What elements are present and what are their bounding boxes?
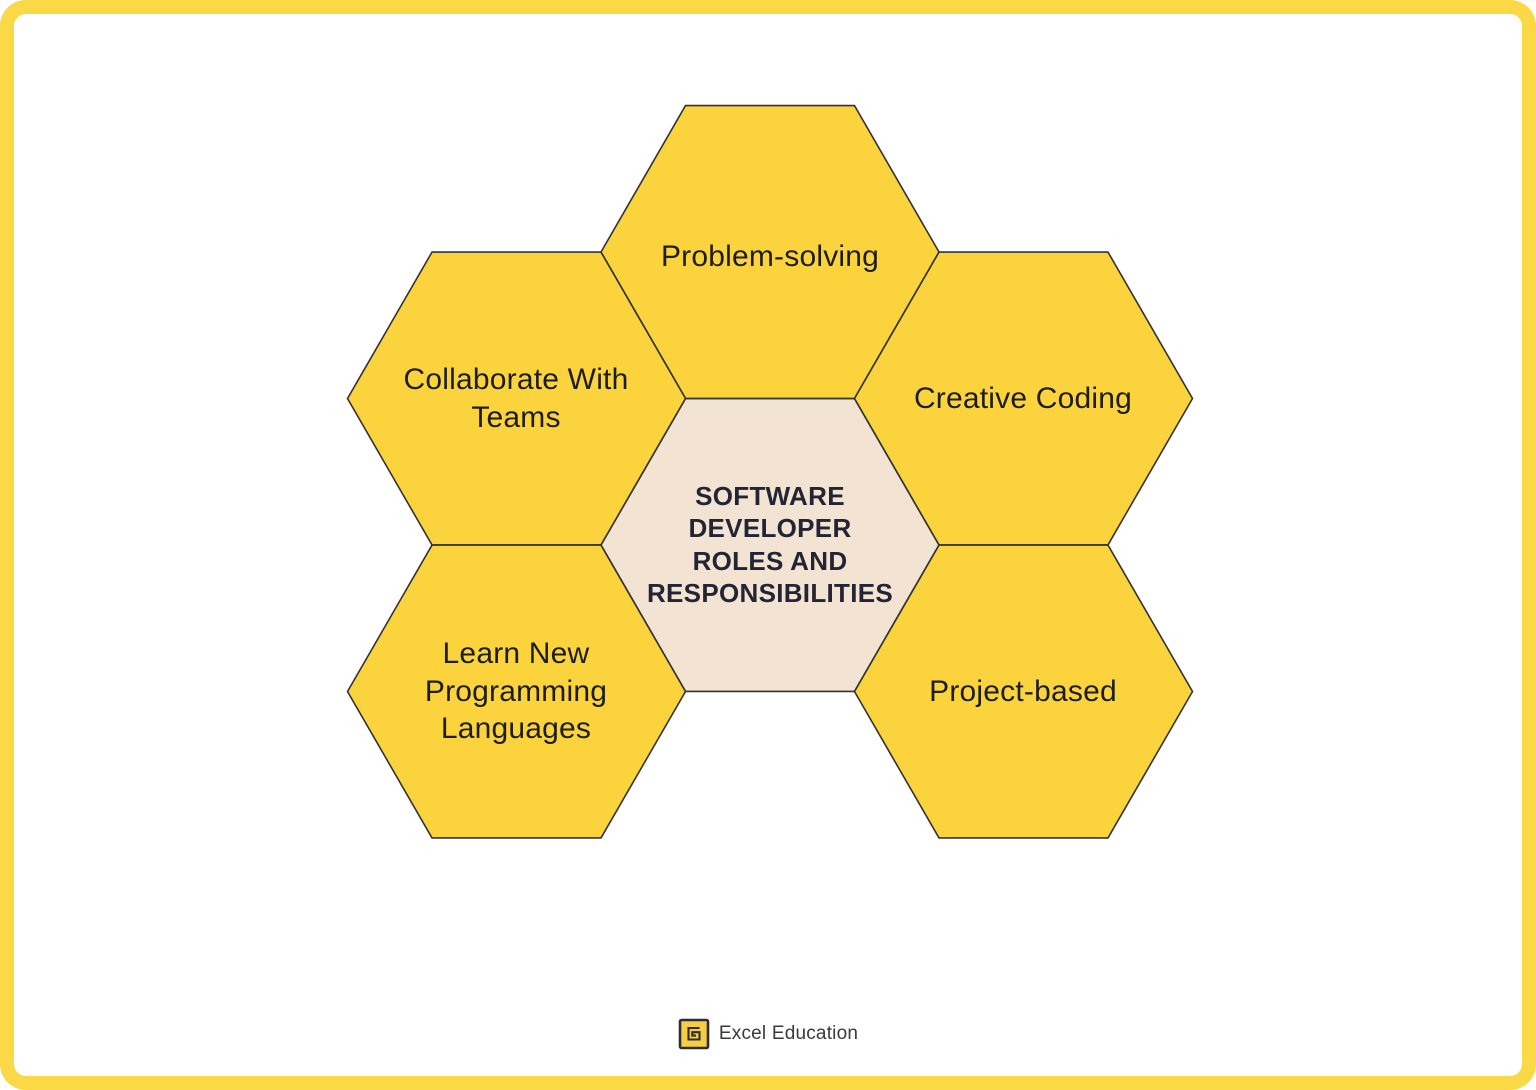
hexagon-learn-new-programming-languages <box>346 544 687 839</box>
footer-brand-text: Excel Education <box>718 1023 859 1044</box>
hexagon-project-based <box>853 544 1194 839</box>
excel-education-logo-icon <box>678 1018 710 1050</box>
footer-logo: Excel Education <box>0 1018 1536 1050</box>
